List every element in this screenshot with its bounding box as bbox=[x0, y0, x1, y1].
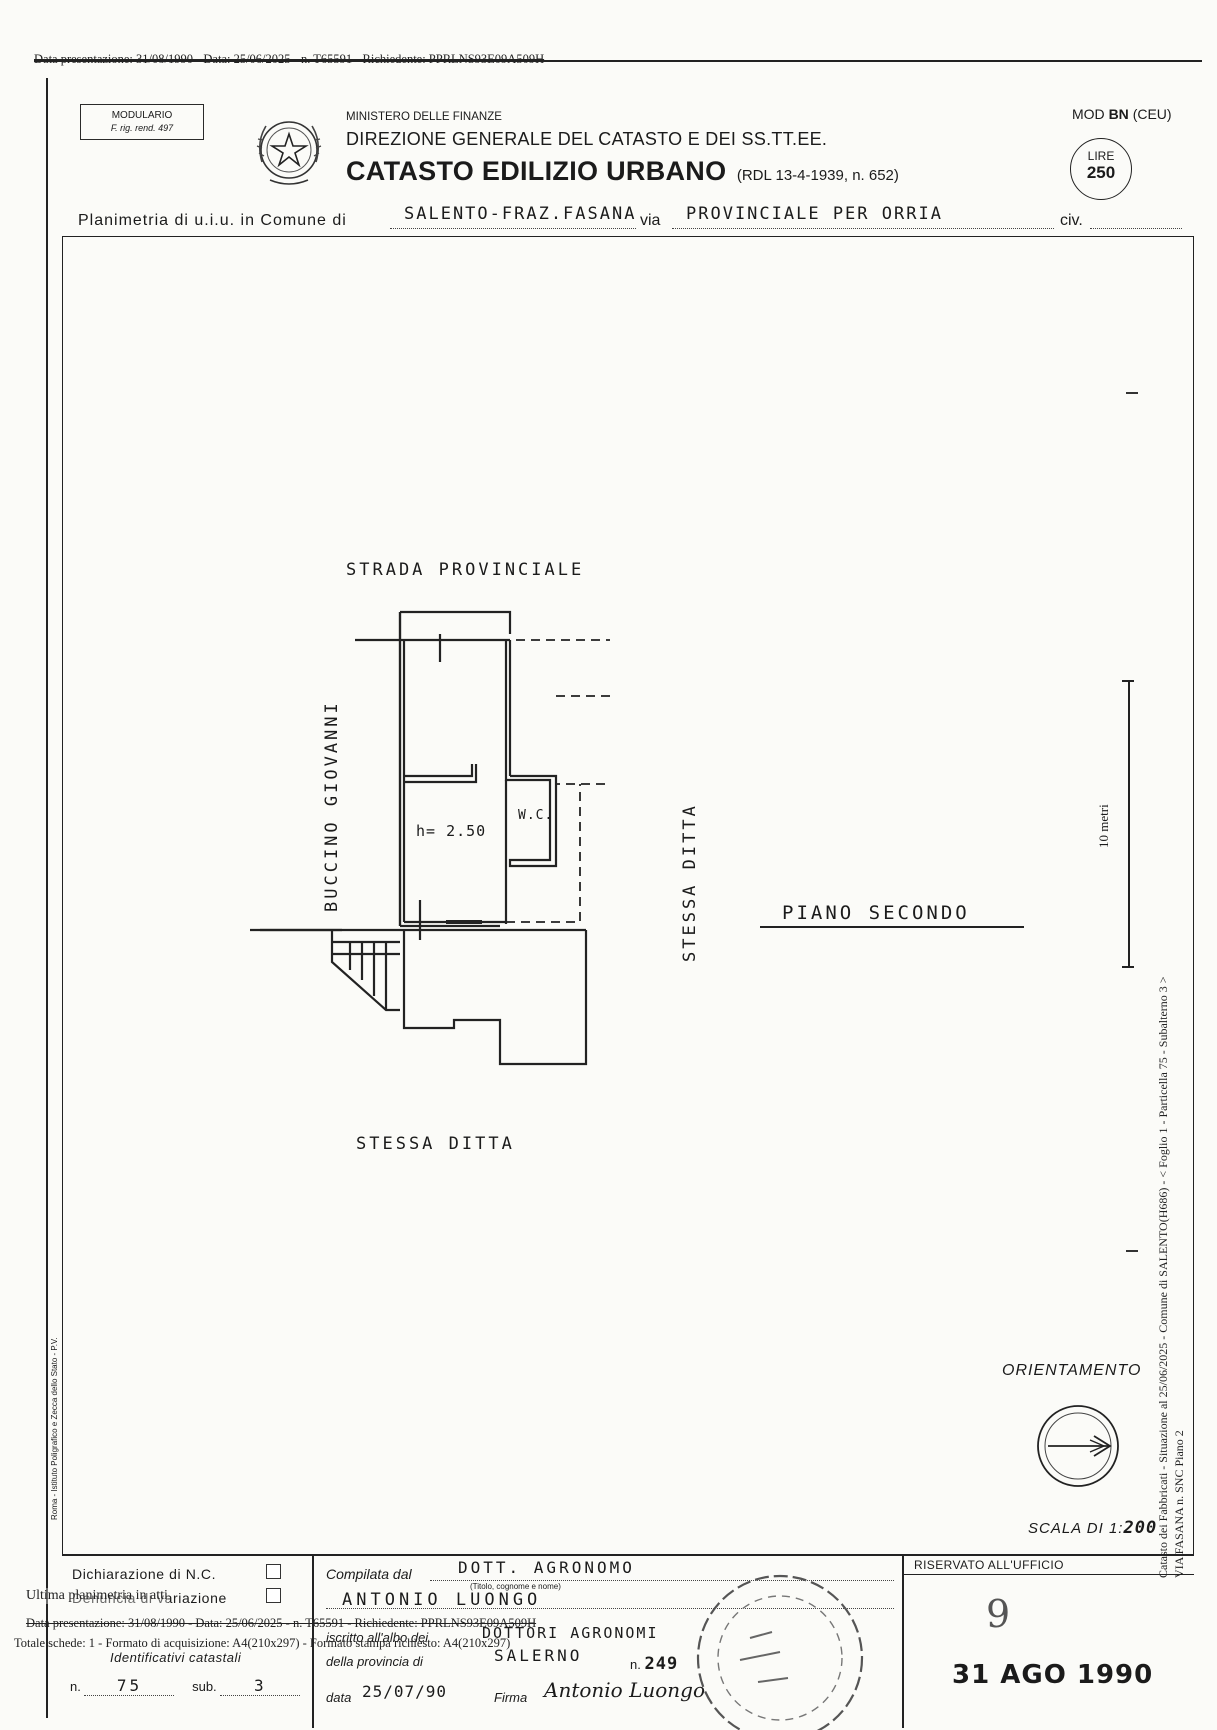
provincia-n-value: 249 bbox=[644, 1654, 679, 1674]
overprint-ultima-planimetria: Ultima planimetria in atti bbox=[26, 1588, 168, 1604]
overprint-bottom-line1: Data presentazione: 31/08/1990 - Data: 2… bbox=[26, 1616, 537, 1630]
plan-bottom-label: STESSA DITTA bbox=[356, 1134, 515, 1154]
compilata-label: Compilata dal bbox=[326, 1566, 412, 1582]
plan-left-label: BUCCINO GIOVANNI bbox=[322, 700, 342, 912]
height-label: h= 2.50 bbox=[416, 822, 487, 840]
via-label: via bbox=[640, 212, 661, 229]
title-text: CATASTO EDILIZIO URBANO bbox=[346, 156, 727, 186]
firma-label: Firma bbox=[494, 1690, 528, 1705]
dichiarazione-nc-label: Dichiarazione di N.C. bbox=[72, 1566, 217, 1582]
via-dotline bbox=[672, 228, 1054, 229]
frame-tick bbox=[1126, 1250, 1138, 1252]
document-title: CATASTO EDILIZIO URBANO (RDL 13-4-1939, … bbox=[346, 156, 899, 187]
n-value: 75 bbox=[84, 1676, 175, 1696]
overprint-side-line2: VIA FASANA n. SNC Piano 2 bbox=[1172, 1430, 1186, 1578]
provincia-value: SALERNO bbox=[494, 1646, 583, 1665]
iscritto-label: iscritto all'albo dei bbox=[326, 1630, 429, 1645]
data-label: data bbox=[326, 1690, 352, 1705]
provincia-n-row: n. 249 bbox=[630, 1654, 678, 1674]
name-value: ANTONIO LUONGO bbox=[342, 1590, 542, 1610]
scale-value: 200 bbox=[1123, 1518, 1158, 1538]
office-date-stamp: 31 AGO 1990 bbox=[952, 1660, 1154, 1690]
modulario-line1: MODULARIO bbox=[111, 110, 173, 121]
mod-code-value: BN bbox=[1108, 106, 1129, 122]
riservato-underline bbox=[904, 1574, 1194, 1576]
sub-label: sub. bbox=[192, 1679, 217, 1694]
ministry-label: MINISTERO DELLE FINANZE bbox=[346, 111, 502, 123]
mod-code: MOD BN (CEU) bbox=[1072, 106, 1172, 122]
official-stamp-icon bbox=[696, 1574, 864, 1730]
office-number: 9 bbox=[986, 1592, 1011, 1636]
iscritto-value: DOTTORI AGRONOMI bbox=[482, 1624, 659, 1642]
civ-label: civ. bbox=[1060, 212, 1083, 229]
overprint-bottom-line2: Totale schede: 1 - Formato di acquisizio… bbox=[14, 1636, 511, 1650]
floor-label-underline bbox=[760, 926, 1024, 928]
n-label: n. bbox=[70, 1679, 81, 1694]
plan-right-label: STESSA DITTA bbox=[680, 803, 700, 962]
lire-label: LIRE bbox=[1087, 149, 1115, 163]
riservato-label: RISERVATO ALL'UFFICIO bbox=[914, 1558, 1064, 1572]
scale-bar-tick bbox=[1122, 966, 1134, 968]
direzione-label: DIREZIONE GENERALE DEL CATASTO E DEI SS.… bbox=[346, 129, 828, 149]
scale-bar bbox=[1128, 680, 1130, 966]
law-text: (RDL 13-4-1939, n. 652) bbox=[736, 167, 899, 184]
frame-top-line bbox=[34, 60, 1202, 62]
scale-label-text: SCALA DI 1: bbox=[1028, 1520, 1124, 1537]
titolo-note: (Titolo, cognome e nome) bbox=[470, 1582, 561, 1591]
footer-divider-2 bbox=[902, 1556, 904, 1728]
plan-top-label: STRADA PROVINCIALE bbox=[346, 560, 585, 580]
identificativi-row: n. 75 sub. 3 bbox=[70, 1676, 301, 1696]
via-value: PROVINCIALE PER ORRIA bbox=[686, 204, 943, 224]
lire-value: 250 bbox=[1086, 163, 1116, 182]
sub-value: 3 bbox=[220, 1676, 301, 1696]
frame-left-line bbox=[46, 78, 48, 1718]
footer-top-line bbox=[62, 1554, 1194, 1556]
compilata-dotline bbox=[430, 1580, 894, 1581]
floor-label: PIANO SECONDO bbox=[782, 902, 970, 924]
frame-tick bbox=[1126, 392, 1138, 394]
dichiarazione-nc-checkbox[interactable] bbox=[266, 1564, 281, 1579]
north-arrow-icon bbox=[1037, 1405, 1119, 1487]
printer-note: Roma - Istituto Poligrafico e Zecca dell… bbox=[50, 1337, 59, 1520]
provincia-n-label: n. bbox=[630, 1657, 641, 1672]
firma-value: Antonio Luongo bbox=[544, 1678, 706, 1702]
name-dotline bbox=[326, 1608, 894, 1609]
orientation-label: ORIENTAMENTO bbox=[1002, 1362, 1142, 1379]
compilata-value: DOTT. AGRONOMO bbox=[458, 1558, 635, 1577]
modulario-box: MODULARIO F. rig. rend. 497 bbox=[80, 104, 204, 140]
overprint-side-line1: Catasto dei Fabbricati - Situazione al 2… bbox=[1156, 976, 1170, 1578]
denuncia-variazione-checkbox[interactable] bbox=[266, 1588, 281, 1603]
mod-prefix: MOD bbox=[1072, 106, 1105, 122]
drawing-frame bbox=[62, 236, 1194, 1556]
comune-value: SALENTO-FRAZ.FASANA bbox=[404, 204, 637, 224]
planimetria-label: Planimetria di u.i.u. in Comune di bbox=[78, 212, 347, 229]
italian-emblem-icon bbox=[256, 121, 322, 185]
comune-dotline bbox=[390, 228, 636, 229]
civ-dotline bbox=[1090, 228, 1182, 229]
scale-label: SCALA DI 1:200 bbox=[1028, 1518, 1157, 1538]
provincia-label: della provincia di bbox=[326, 1654, 423, 1669]
scale-bar-tick bbox=[1122, 680, 1134, 682]
floor-plan-drawing bbox=[250, 610, 610, 1066]
identificativi-label: Identificativi catastali bbox=[110, 1650, 242, 1665]
mod-suffix: (CEU) bbox=[1132, 106, 1172, 122]
denuncia-variazione-label: Denuncia di variazione bbox=[72, 1590, 227, 1606]
footer-divider-1 bbox=[312, 1556, 314, 1728]
lire-stamp: LIRE 250 bbox=[1070, 138, 1132, 200]
data-value: 25/07/90 bbox=[362, 1682, 448, 1701]
wc-label: W.C. bbox=[518, 808, 554, 823]
modulario-line2: F. rig. rend. 497 bbox=[110, 123, 174, 133]
overprint-top-line: Data presentazione: 31/08/1990 - Data: 2… bbox=[34, 52, 545, 66]
scale-bar-label: 10 metri bbox=[1096, 804, 1111, 848]
